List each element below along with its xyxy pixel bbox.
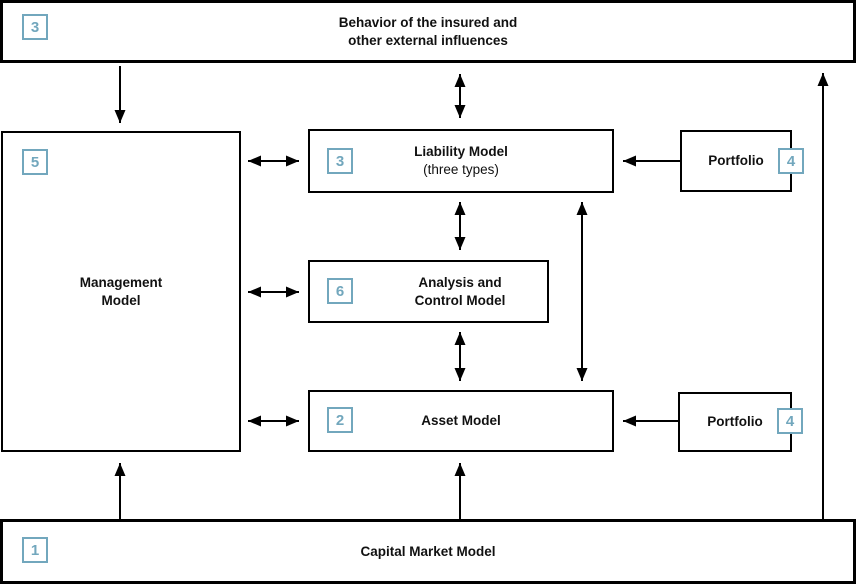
box-management-label-line1: Management [79, 274, 163, 290]
badge-capital: 1 [22, 537, 48, 563]
box-analysis-control-model: 6 Analysis and Control Model [308, 260, 549, 323]
badge-asset: 2 [327, 407, 353, 433]
box-portfolio-bottom: 4 Portfolio [678, 392, 803, 452]
badge-behavior: 3 [22, 14, 48, 40]
box-behavior-label-line1: Behavior of the insured and [338, 14, 518, 30]
box-liability-label-line1: Liability Model [414, 144, 508, 159]
box-behavior-label-line2: other external influences [348, 32, 508, 48]
box-management-label-line2: Model [101, 292, 141, 308]
badge-liability: 3 [327, 148, 353, 174]
box-asset-model: 2 Asset Model [308, 390, 614, 452]
box-portfolio-bottom-label: Portfolio [707, 414, 763, 429]
box-liability-label-line2: (three types) [423, 162, 499, 177]
box-behavior: 3 Behavior of the insured and other exte… [0, 0, 856, 63]
box-analysis-label-line2: Control Model [414, 292, 506, 308]
badge-portfolio-top: 4 [778, 148, 804, 174]
box-asset-label: Asset Model [421, 413, 501, 428]
box-liability-model: 3 Liability Model (three types) [308, 129, 614, 193]
badge-portfolio-bottom: 4 [777, 408, 803, 434]
box-analysis-label-line1: Analysis and [418, 274, 502, 290]
box-portfolio-top-label: Portfolio [708, 153, 764, 168]
box-capital-label: Capital Market Model [360, 543, 496, 559]
box-management-model: 5 Management Model [1, 131, 241, 452]
badge-management: 5 [22, 149, 48, 175]
box-portfolio-top: 4 Portfolio [680, 130, 804, 192]
badge-analysis: 6 [327, 278, 353, 304]
box-capital-market-model: 1 Capital Market Model [0, 519, 856, 584]
